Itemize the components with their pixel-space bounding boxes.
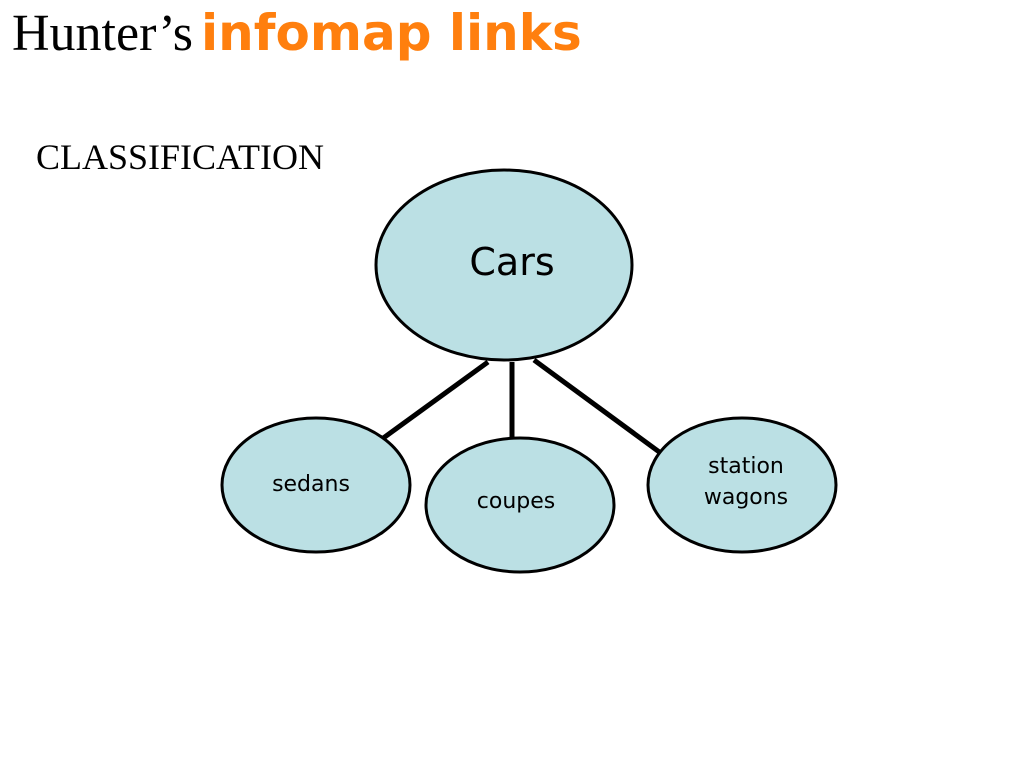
node-coupes: coupes xyxy=(424,436,616,574)
node-station-wagons-shape xyxy=(646,416,838,554)
node-coupes-shape xyxy=(424,436,616,574)
edge-cars-sedans xyxy=(380,359,490,442)
node-station-wagons-label-line-1: station xyxy=(708,454,784,479)
title-prefix: Hunter’s xyxy=(12,5,194,62)
node-cars: Cars xyxy=(374,168,634,362)
edge-cars-station-wagons xyxy=(532,357,664,457)
node-sedans: sedans xyxy=(220,416,412,554)
node-sedans-label: sedans xyxy=(272,472,350,497)
node-coupes-label: coupes xyxy=(477,489,555,514)
node-cars-label: Cars xyxy=(469,240,554,284)
node-sedans-shape xyxy=(220,416,412,554)
title-highlight: infomap links xyxy=(201,4,582,62)
node-station-wagons: station wagons xyxy=(646,416,838,554)
slide-title: Hunter’s infomap links xyxy=(12,8,582,60)
classification-heading: CLASSIFICATION xyxy=(36,137,325,177)
node-station-wagons-label-line-2: wagons xyxy=(704,485,788,510)
node-cars-shape xyxy=(374,168,634,362)
